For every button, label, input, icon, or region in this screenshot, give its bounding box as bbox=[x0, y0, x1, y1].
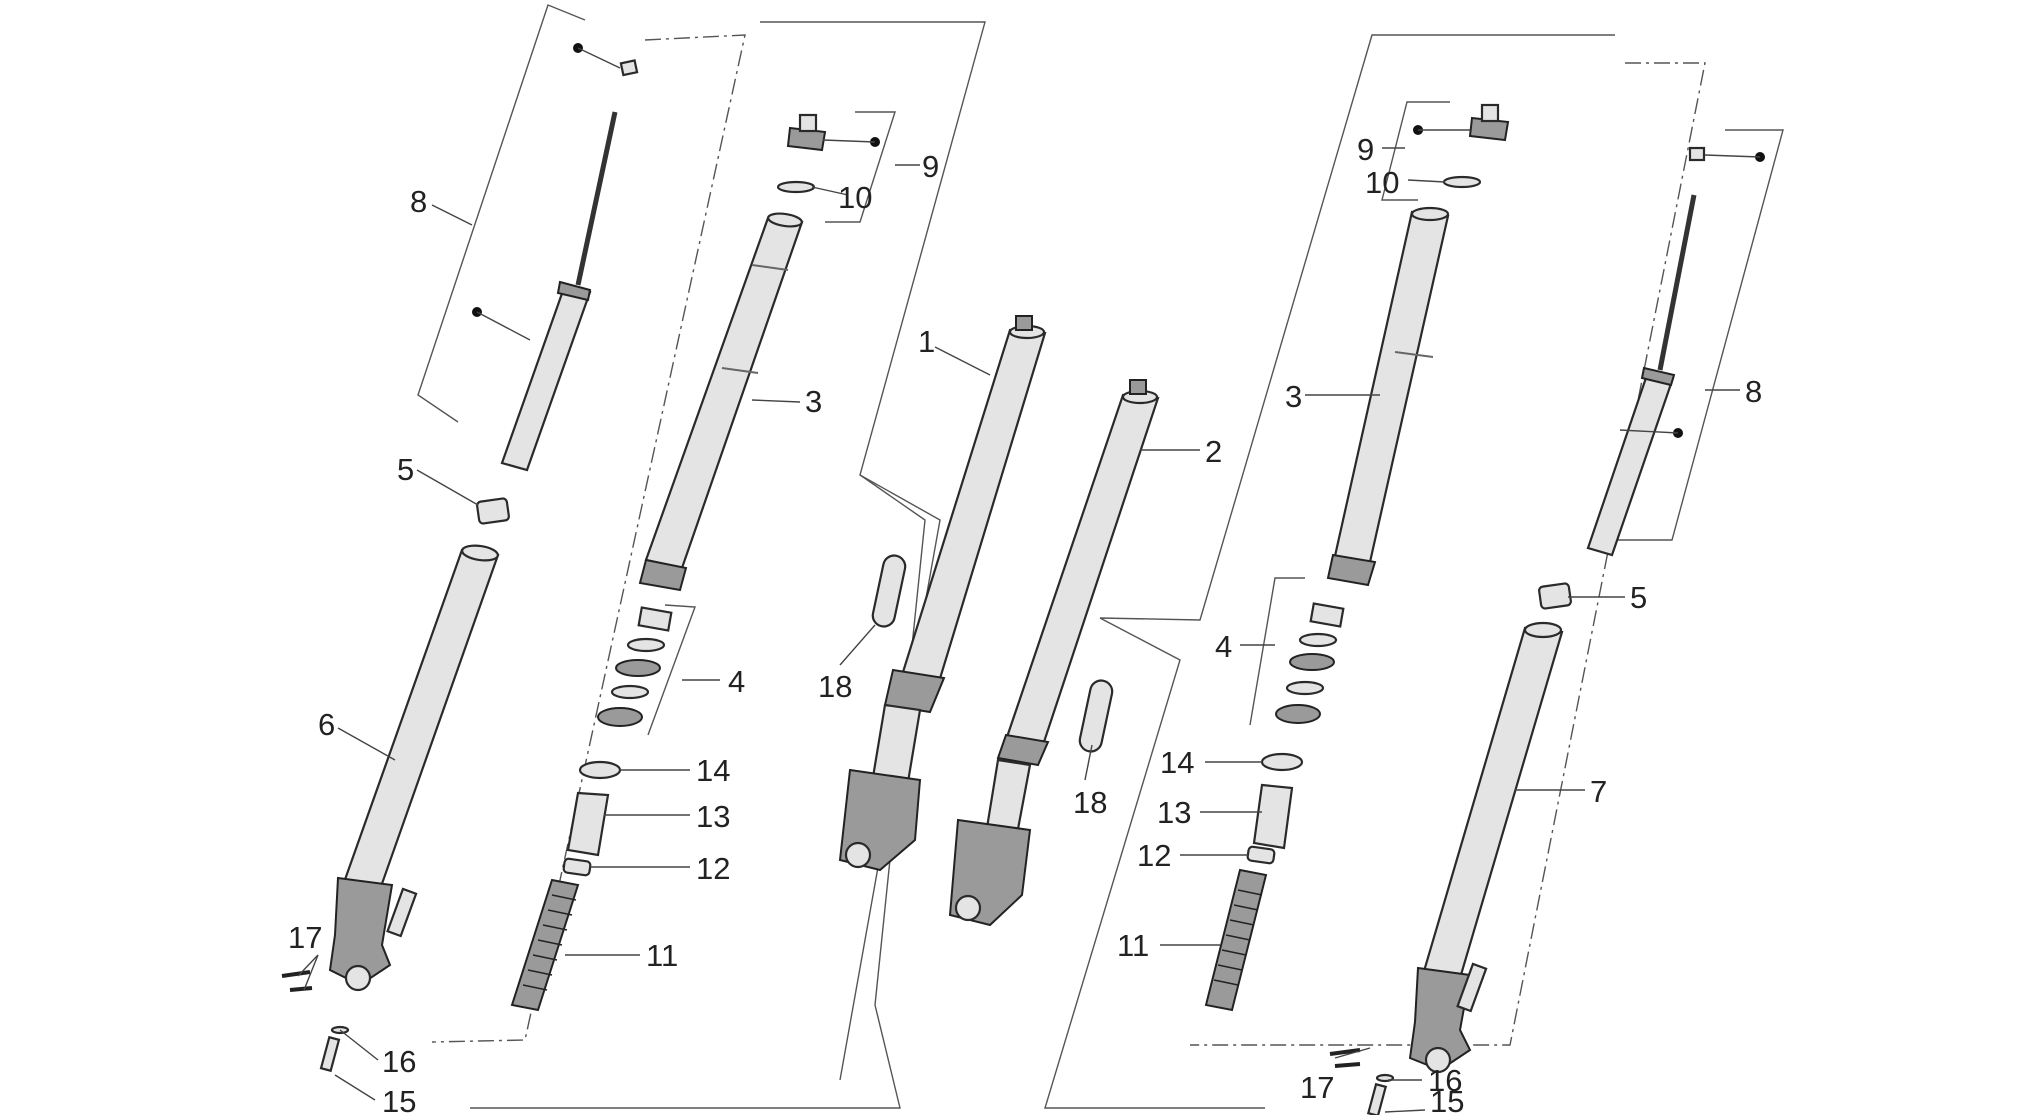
bump-stops bbox=[871, 554, 1114, 753]
callout-18-left: 18 bbox=[818, 669, 852, 704]
callout-3-right: 3 bbox=[1285, 379, 1302, 414]
callout-18-right: 18 bbox=[1073, 785, 1107, 820]
callout-17-right: 17 bbox=[1300, 1070, 1334, 1105]
callout-8-left: 8 bbox=[410, 184, 427, 219]
right-hardware bbox=[1329, 1048, 1395, 1115]
callout-15-right: 15 bbox=[1430, 1084, 1464, 1115]
left-hardware bbox=[281, 970, 350, 1073]
right-cartridge bbox=[1586, 146, 1765, 557]
callout-16-right: 16 bbox=[1428, 1063, 1462, 1098]
callout-5-right: 5 bbox=[1630, 580, 1647, 615]
right-tube bbox=[1408, 621, 1564, 1074]
callout-14-left: 14 bbox=[696, 753, 730, 788]
right-seals bbox=[1275, 602, 1345, 724]
left-seals bbox=[597, 606, 673, 727]
callout-12-left: 12 bbox=[696, 851, 730, 886]
left-inner-tube bbox=[638, 212, 804, 592]
callout-8-right: 8 bbox=[1745, 374, 1762, 409]
left-cartridge bbox=[472, 43, 639, 472]
callout-11-right: 11 bbox=[1117, 928, 1149, 963]
callout-14-right: 14 bbox=[1160, 745, 1194, 780]
right-cap bbox=[1413, 103, 1510, 189]
callout-labels: 8 5 6 17 16 15 10 9 3 4 14 13 12 11 1 2 … bbox=[288, 132, 1762, 1115]
center-fork-2 bbox=[948, 379, 1160, 927]
callout-15-left: 15 bbox=[382, 1084, 416, 1115]
callout-17-left: 17 bbox=[288, 920, 322, 955]
left-spring-stack bbox=[510, 760, 622, 1012]
callout-leaders bbox=[297, 147, 1740, 1113]
callout-4-left: 4 bbox=[728, 664, 745, 699]
callout-16-left: 16 bbox=[382, 1044, 416, 1079]
center-fork-1 bbox=[838, 315, 1047, 872]
left-bushing bbox=[476, 497, 510, 525]
right-bushing bbox=[1538, 582, 1572, 610]
callout-7: 7 bbox=[1590, 774, 1607, 809]
callout-4-right: 4 bbox=[1215, 629, 1232, 664]
callout-9-right: 9 bbox=[1357, 132, 1374, 167]
right-inner-tube bbox=[1326, 206, 1450, 587]
left-cap bbox=[776, 113, 880, 194]
callout-6: 6 bbox=[318, 707, 335, 742]
callout-12-right: 12 bbox=[1137, 838, 1171, 873]
right-spring-stack bbox=[1204, 752, 1304, 1012]
left-tube bbox=[328, 544, 500, 992]
callout-13-right: 13 bbox=[1157, 795, 1191, 830]
callout-11-left: 11 bbox=[646, 938, 678, 973]
callout-2: 2 bbox=[1205, 434, 1222, 469]
callout-10-left: 10 bbox=[838, 180, 872, 215]
callout-1: 1 bbox=[918, 324, 935, 359]
callout-5-left: 5 bbox=[397, 452, 414, 487]
callout-13-left: 13 bbox=[696, 799, 730, 834]
callout-3-left: 3 bbox=[805, 384, 822, 419]
callout-9-left: 9 bbox=[922, 149, 939, 184]
callout-10-right: 10 bbox=[1365, 165, 1399, 200]
